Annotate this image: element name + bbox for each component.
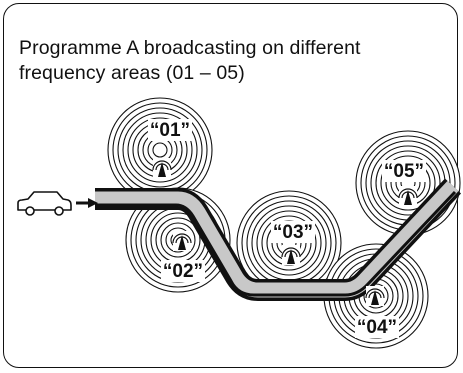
caption-line-2: frequency areas (01 – 05) bbox=[19, 62, 245, 84]
arrow-right-icon bbox=[76, 198, 98, 208]
antenna-icon bbox=[398, 186, 418, 206]
transmitter-01: “01” bbox=[148, 119, 192, 178]
area-label-03: “03” bbox=[273, 222, 313, 243]
area-label-01: “01” bbox=[150, 120, 190, 141]
antenna-icon bbox=[365, 286, 385, 306]
car-icon bbox=[17, 191, 72, 216]
transmitters: “01” “02” “03” “04” “05” bbox=[148, 119, 426, 338]
area-label-05: “05” bbox=[384, 161, 424, 182]
diagram-caption: Programme A broadcasting on different fr… bbox=[19, 36, 361, 86]
transmitter-05: “05” bbox=[382, 160, 426, 206]
antenna-icon bbox=[152, 158, 172, 178]
transmitter-02: “02” bbox=[161, 231, 205, 282]
transmitter-04: “04” bbox=[355, 286, 399, 338]
transmitter-03: “03” bbox=[271, 221, 315, 265]
road-fill bbox=[95, 180, 459, 298]
area-label-04: “04” bbox=[357, 317, 397, 338]
caption-line-1: Programme A broadcasting on different bbox=[19, 37, 361, 59]
area-label-02: “02” bbox=[163, 261, 203, 282]
coverage-area-01 bbox=[107, 97, 213, 203]
antenna-icon bbox=[281, 245, 301, 265]
road-edge-line bbox=[95, 190, 457, 297]
antenna-icon bbox=[172, 231, 192, 251]
